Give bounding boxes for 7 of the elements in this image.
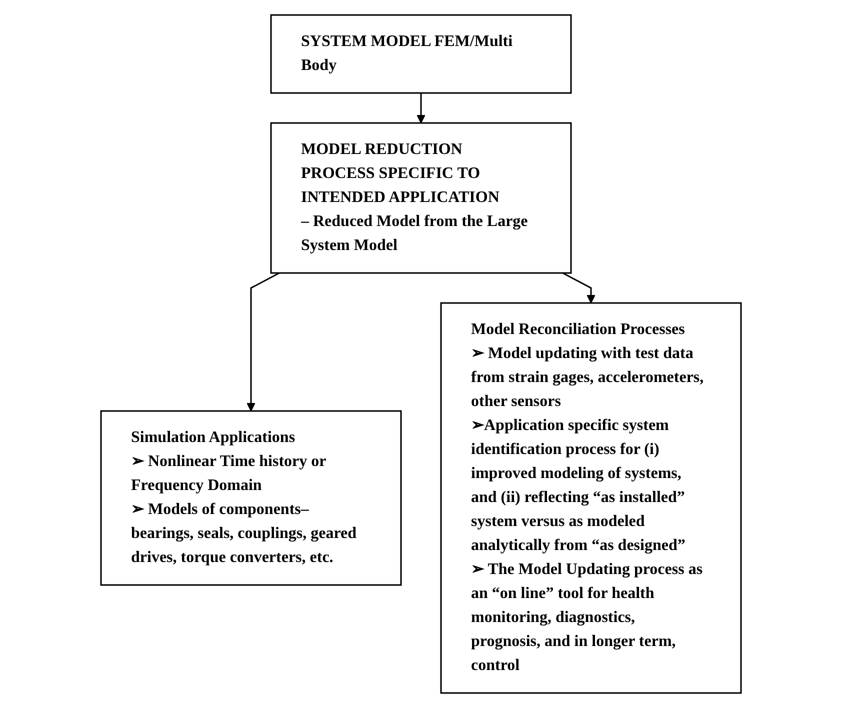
node-box: MODEL REDUCTION PROCESS SPECIFIC TO INTENDED APPLICATION – Reduced Model from the Large System Model — [270, 122, 572, 274]
arrow — [416, 93, 426, 124]
node-box: Model Reconciliation Processes ➢ Model updating with test data from strain gages, accelerometers, other sensors ➢Application specific system identification process for (i) improved modeling of systems, and (ii) reflecting “as installed” system versus as modeled analytically from “as designed” ➢ The Model Updating process as an “on line” tool for health monitoring, diagnostics, prognosis, and in longer term, control — [440, 302, 742, 694]
arrow — [246, 272, 280, 412]
node-box: SYSTEM MODEL FEM/Multi Body — [270, 14, 572, 94]
node-box: Simulation Applications ➢ Nonlinear Time history or Frequency Domain ➢ Models of components– bearings, seals, couplings, geared drives, torque converters, etc. — [100, 410, 402, 586]
arrow — [562, 272, 596, 304]
